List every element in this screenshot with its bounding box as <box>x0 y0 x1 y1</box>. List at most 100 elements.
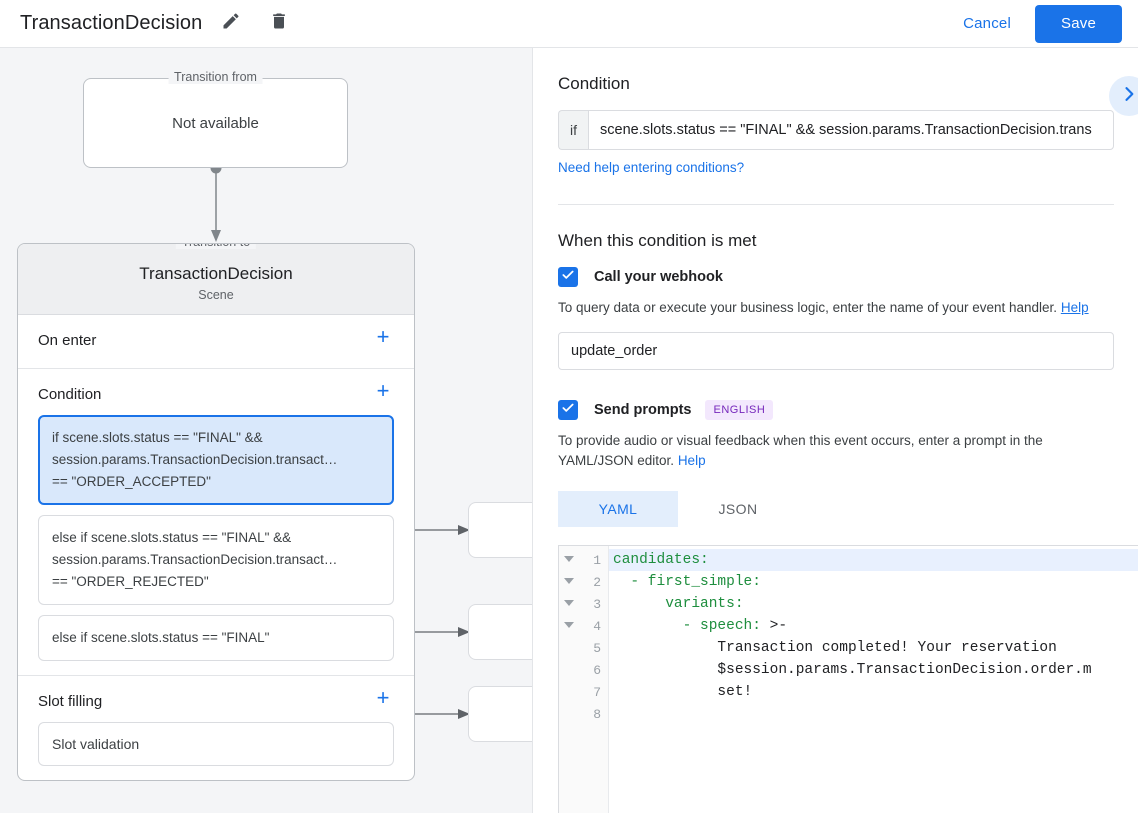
downstream-node-1[interactable] <box>468 502 532 558</box>
condition-heading: Condition <box>558 74 630 93</box>
scene-graph-canvas[interactable]: Transition from Not available Transition… <box>0 48 533 813</box>
send-prompts-description-text: To provide audio or visual feedback when… <box>558 433 1043 468</box>
expand-panel-button[interactable] <box>1109 76 1138 116</box>
fold-arrow-icon[interactable] <box>564 622 574 628</box>
send-prompts-label: Send prompts <box>594 402 692 418</box>
gutter-line: 2 <box>559 571 608 593</box>
code-line-key: candidates: <box>613 552 709 568</box>
editor-gutter: 1 2 3 4 5 6 7 8 <box>559 546 609 813</box>
gutter-line: 6 <box>559 659 608 681</box>
send-prompts-description: To provide audio or visual feedback when… <box>558 431 1114 471</box>
gutter-line: 4 <box>559 615 608 637</box>
call-webhook-label: Call your webhook <box>594 269 723 285</box>
tab-json[interactable]: JSON <box>718 501 758 517</box>
condition-card-2-line1: else if scene.slots.status == "FINAL" && <box>52 530 292 545</box>
code-line <box>609 703 1138 725</box>
edit-name-button[interactable] <box>216 9 246 39</box>
downstream-node-3[interactable] <box>468 686 532 742</box>
language-badge: ENGLISH <box>705 400 774 420</box>
when-condition-met-heading: When this condition is met <box>558 231 757 250</box>
add-condition-button[interactable]: + <box>376 378 390 403</box>
webhook-handler-input[interactable] <box>558 332 1114 370</box>
app-header: TransactionDecision Cancel Save <box>0 0 1138 48</box>
gutter-line: 3 <box>559 593 608 615</box>
section-divider <box>558 204 1114 205</box>
code-line: Transaction completed! Your reservation <box>609 637 1138 659</box>
section-title-on-enter: On enter <box>38 331 97 349</box>
code-line: variants: <box>609 593 1138 615</box>
transition-from-box: Transition from Not available <box>83 70 348 168</box>
node-subtitle: Scene <box>198 288 234 302</box>
line-number: 8 <box>593 706 601 722</box>
condition-card-1-line2: session.params.TransactionDecision.trans… <box>52 452 338 467</box>
add-on-enter-button[interactable]: + <box>376 324 390 349</box>
condition-card-1-line1: if scene.slots.status == "FINAL" && <box>52 430 263 445</box>
section-title-slot-filling: Slot filling <box>38 692 103 710</box>
check-icon <box>561 268 575 287</box>
section-condition: Condition + if scene.slots.status == "FI… <box>18 369 414 676</box>
section-title-condition: Condition <box>38 385 102 403</box>
webhook-help-link[interactable]: Help <box>1060 300 1089 315</box>
condition-card-1-line3: == "ORDER_ACCEPTED" <box>52 474 211 489</box>
condition-input-row: if <box>558 110 1114 150</box>
editor-code-area[interactable]: candidates: - first_simple: variants: - … <box>609 546 1138 813</box>
cancel-button[interactable]: Cancel <box>951 7 1023 40</box>
condition-card-2-line3: == "ORDER_REJECTED" <box>52 574 209 589</box>
fold-arrow-icon[interactable] <box>564 578 574 584</box>
prompts-help-link[interactable]: Help <box>677 453 706 468</box>
condition-card-3-line1: else if scene.slots.status == "FINAL" <box>52 630 270 645</box>
call-webhook-checkbox[interactable] <box>558 267 578 287</box>
gutter-line: 1 <box>559 549 608 571</box>
downstream-node-2[interactable] <box>468 604 532 660</box>
call-webhook-row: Call your webhook <box>558 267 1114 287</box>
gutter-line: 8 <box>559 703 608 725</box>
delete-button[interactable] <box>264 9 294 39</box>
condition-card-2[interactable]: else if scene.slots.status == "FINAL" &&… <box>38 515 394 605</box>
condition-card-1[interactable]: if scene.slots.status == "FINAL" && sess… <box>38 415 394 505</box>
line-number: 6 <box>593 662 601 678</box>
add-slot-filling-button[interactable]: + <box>376 685 390 710</box>
slot-validation-card[interactable]: Slot validation <box>38 722 394 766</box>
send-prompts-row: Send prompts ENGLISH <box>558 400 1114 420</box>
if-prefix-label: if <box>558 110 588 150</box>
node-header: TransactionDecision Scene <box>18 244 414 315</box>
code-line: set! <box>609 681 1138 703</box>
code-line-rest: $session.params.TransactionDecision.orde… <box>613 662 1092 678</box>
pencil-icon <box>221 11 241 36</box>
condition-input[interactable] <box>588 110 1114 150</box>
trash-icon <box>269 11 289 36</box>
yaml-editor[interactable]: 1 2 3 4 5 6 7 8 candidates: - first_simp… <box>558 545 1138 813</box>
fold-arrow-icon[interactable] <box>564 600 574 606</box>
code-line-key: - first_simple: <box>613 574 761 590</box>
line-number: 2 <box>593 574 601 590</box>
gutter-line: 7 <box>559 681 608 703</box>
transition-to-node[interactable]: Transition to TransactionDecision Scene … <box>17 243 415 781</box>
code-line-key: - speech: <box>613 618 770 634</box>
code-line: $session.params.TransactionDecision.orde… <box>609 659 1138 681</box>
save-button[interactable]: Save <box>1035 4 1122 43</box>
condition-card-3[interactable]: else if scene.slots.status == "FINAL" <box>38 615 394 661</box>
check-icon <box>561 401 575 420</box>
code-line: - first_simple: <box>609 571 1138 593</box>
editor-format-tabs: YAML JSON <box>558 491 1114 527</box>
webhook-description-text: To query data or execute your business l… <box>558 300 1058 315</box>
transition-from-legend: Transition from <box>168 70 263 84</box>
node-title: TransactionDecision <box>139 264 293 283</box>
line-number: 5 <box>593 640 601 656</box>
tab-yaml[interactable]: YAML <box>558 491 678 527</box>
webhook-description: To query data or execute your business l… <box>558 298 1114 318</box>
condition-section: Condition if Need help entering conditio… <box>534 48 1138 205</box>
code-line: candidates: <box>609 549 1138 571</box>
code-line-key: variants: <box>613 596 744 612</box>
code-line-rest: set! <box>613 684 753 700</box>
line-number: 1 <box>593 552 601 568</box>
code-line-rest: Transaction completed! Your reservation <box>613 640 1057 656</box>
line-number: 3 <box>593 596 601 612</box>
need-help-link[interactable]: Need help entering conditions? <box>558 160 745 175</box>
section-on-enter: On enter + <box>18 315 414 369</box>
when-condition-met-section: When this condition is met Call your web… <box>534 205 1138 527</box>
transition-from-value: Not available <box>172 115 259 132</box>
send-prompts-checkbox[interactable] <box>558 400 578 420</box>
transition-to-legend: Transition to <box>175 244 257 249</box>
fold-arrow-icon[interactable] <box>564 556 574 562</box>
